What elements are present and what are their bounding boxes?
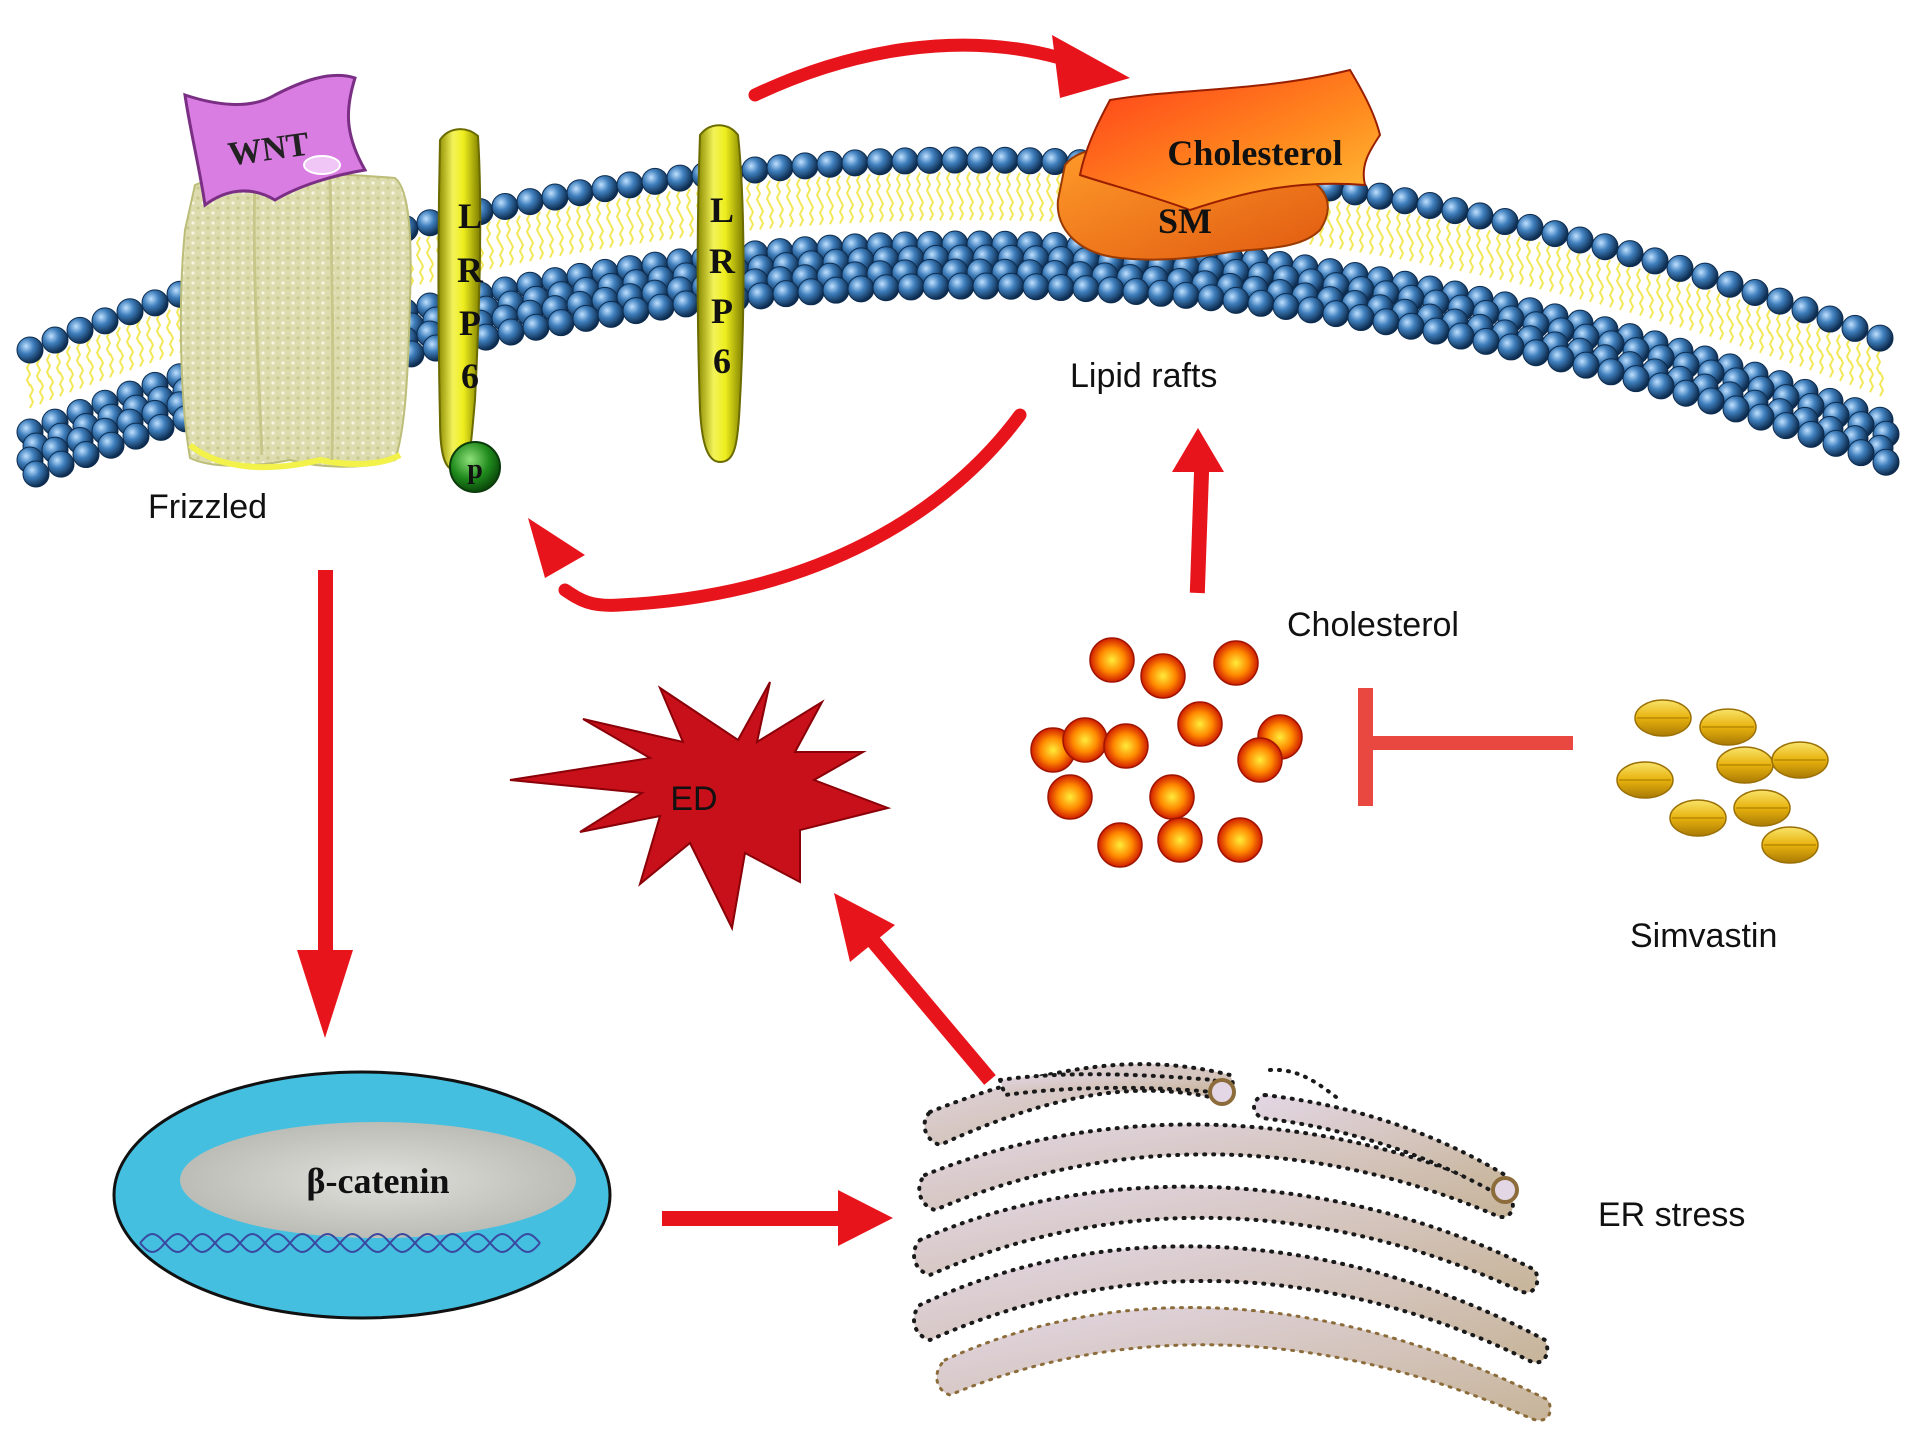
cholesterol-molecule: [1047, 774, 1093, 820]
lipid-rafts-label: Lipid rafts: [1070, 357, 1217, 395]
raft-cholesterol-label: Cholesterol: [1167, 133, 1342, 173]
arrow-raft-to-lrp6: [558, 408, 1027, 612]
inhibition-symbol: [1358, 688, 1573, 806]
arrow-chol-to-raft: [1189, 464, 1210, 594]
simvastin-pill: [1733, 789, 1791, 827]
nucleus-icon: β-catenin: [112, 1070, 612, 1320]
arrow-friz-to-nucleus-head: [297, 950, 353, 1038]
lrp6-right-l: L: [710, 190, 734, 230]
simvastin-pill: [1771, 741, 1829, 779]
arrow-nucleus-to-er-head: [838, 1190, 893, 1246]
lrp6-left-r: R: [457, 250, 484, 290]
arrow-chol-to-raft-head: [1172, 428, 1224, 472]
cholesterol-molecule-icon: [1030, 637, 1303, 868]
simvastin-pill: [1699, 708, 1757, 746]
arrow-nucleus-to-er: [662, 1211, 842, 1226]
endoplasmic-reticulum-icon: [912, 1062, 1552, 1422]
raft-sm-label: SM: [1158, 201, 1212, 241]
simvastin-pill: [1669, 799, 1727, 837]
cholesterol-molecule: [1157, 817, 1203, 863]
arrow-friz-to-nucleus: [318, 570, 333, 955]
frizzled-label: Frizzled: [148, 488, 267, 526]
phospho-group-icon: p: [449, 441, 501, 493]
cholesterol-molecule: [1217, 817, 1263, 863]
cholesterol-molecule: [1237, 737, 1283, 783]
simvastin-pill: [1634, 699, 1692, 737]
simvastin-pill: [1761, 826, 1819, 864]
beta-catenin-label: β-catenin: [307, 1161, 450, 1201]
cholesterol-molecule: [1097, 822, 1143, 868]
lrp6-left-6: 6: [461, 356, 479, 396]
lrp6-left: L R P 6: [437, 128, 484, 472]
cholesterol-molecule: [1089, 637, 1135, 683]
frizzled-receptor-icon: [179, 173, 412, 471]
lrp6-left-l: L: [458, 196, 482, 236]
lrp6-left-p: P: [459, 303, 481, 343]
lrp6-right: L R P 6: [696, 124, 745, 464]
arrow-lrp6-to-raft: [748, 38, 1067, 102]
ed-burst-icon: ED: [509, 681, 892, 932]
lrp6-right-r: R: [709, 241, 736, 281]
cholesterol-molecule: [1062, 717, 1108, 763]
arrow-lrp6-to-raft-head: [1052, 35, 1130, 98]
cholesterol-molecule: [1140, 653, 1186, 699]
arrows: [297, 35, 1224, 1246]
cholesterol-molecule: [1103, 723, 1149, 769]
phospho-label: p: [467, 454, 483, 485]
arrow-raft-to-lrp6-head: [528, 518, 585, 578]
lrp6-right-6: 6: [713, 341, 731, 381]
simvastin-label: Simvastin: [1630, 917, 1777, 955]
arrow-er-to-ed: [862, 930, 996, 1085]
wnt-ligand-icon: WNT: [183, 73, 368, 208]
arrow-er-to-ed-head: [834, 893, 895, 962]
cholesterol-label: Cholesterol: [1287, 606, 1459, 644]
lipid-raft-icon: Cholesterol SM: [1056, 68, 1382, 261]
cholesterol-molecule: [1213, 640, 1259, 686]
cholesterol-molecule: [1177, 701, 1223, 747]
simvastin-pill: [1716, 746, 1774, 784]
simvastin-pill-icon: [1616, 699, 1829, 864]
lrp6-right-p: P: [711, 291, 733, 331]
ed-label: ED: [670, 780, 717, 818]
cholesterol-molecule: [1149, 774, 1195, 820]
er-stress-label: ER stress: [1598, 1196, 1745, 1234]
simvastin-pill: [1616, 761, 1674, 799]
